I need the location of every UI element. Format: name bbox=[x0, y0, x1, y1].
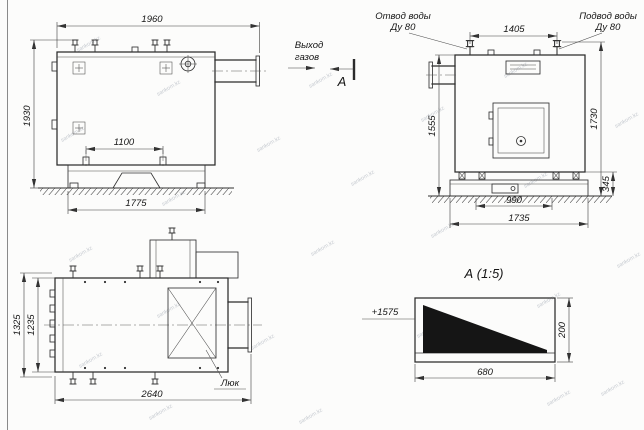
watermark-text: sankom.kz bbox=[310, 239, 336, 257]
section-title: А (1:5) bbox=[463, 266, 503, 281]
side-dimensions: 1405 1555 1730 345 990 1735 bbox=[427, 24, 617, 228]
hatch-box bbox=[167, 287, 217, 359]
hatch-callout: Люк bbox=[205, 349, 246, 390]
plan-view: Люк 1235 1325 2640 bbox=[12, 227, 262, 404]
lifting-lug bbox=[51, 119, 58, 130]
flue-structure bbox=[149, 227, 239, 279]
dim-1100: 1100 bbox=[114, 137, 135, 148]
dim-1555: 1555 bbox=[427, 115, 438, 137]
watermark-text: sankom.kz bbox=[250, 333, 276, 351]
gas-duct bbox=[212, 55, 266, 87]
elevation-mark: +1575 bbox=[362, 307, 415, 320]
watermark-text: sankom.kz bbox=[503, 61, 529, 79]
watermark-text: sankom.kz bbox=[148, 403, 174, 421]
ground-hatch bbox=[430, 196, 612, 203]
plan-dimensions: 1235 1325 2640 bbox=[12, 272, 252, 404]
watermark-text: sankom.kz bbox=[523, 171, 549, 189]
watermark-text: sankom.kz bbox=[600, 379, 626, 397]
edge-bolts bbox=[83, 280, 220, 370]
valve-fitting-icon bbox=[151, 39, 159, 53]
top-cap bbox=[533, 49, 541, 56]
section-dimensions: 680 200 bbox=[414, 297, 573, 382]
right-pipe bbox=[227, 297, 252, 353]
watermark-text: sankom.kz bbox=[76, 35, 102, 53]
flange-circle bbox=[179, 55, 197, 73]
front-connection-plates bbox=[72, 61, 173, 135]
water-outlet-label-line1: Отвод воды bbox=[375, 11, 431, 22]
furnace-door bbox=[488, 102, 550, 159]
support-bolt-icon bbox=[478, 171, 486, 180]
watermark-text: sankom.kz bbox=[350, 169, 376, 187]
pipe-labels: Отвод воды Ду 80 Подвод воды Ду 80 bbox=[375, 11, 637, 50]
dim-680: 680 bbox=[477, 367, 494, 378]
valve-fitting-icon bbox=[163, 39, 171, 53]
dim-1775: 1775 bbox=[125, 198, 147, 209]
dim-1735: 1735 bbox=[508, 213, 530, 224]
gas-outlet-label-line1: Выход bbox=[295, 40, 324, 51]
water-outlet-label-line2: Ду 80 bbox=[390, 22, 416, 33]
dim-1235: 1235 bbox=[26, 314, 37, 336]
side-view: Отвод воды Ду 80 Подвод воды Ду 80 1405 … bbox=[375, 11, 637, 228]
water-inlet-label-line2: Ду 80 bbox=[595, 22, 621, 33]
section-duct-outline bbox=[414, 297, 556, 363]
watermark-text: sankom.kz bbox=[298, 407, 324, 425]
watermark-text: sankom.kz bbox=[78, 351, 104, 369]
watermark-text: sankom.kz bbox=[308, 71, 334, 89]
watermark-text: sankom.kz bbox=[614, 111, 640, 129]
lifting-lug bbox=[51, 61, 58, 72]
valve-fitting-icon bbox=[89, 371, 97, 385]
top-cap bbox=[131, 46, 139, 53]
watermarks: sankom.kz sankom.kz sankom.kz sankom.kz … bbox=[60, 35, 642, 425]
base-frame bbox=[67, 164, 206, 189]
front-view: 1960 1930 1100 1775 bbox=[22, 14, 266, 214]
watermark-text: sankom.kz bbox=[546, 389, 572, 407]
damper-wedge bbox=[423, 305, 547, 353]
base-side bbox=[449, 179, 589, 197]
dim-1930: 1930 bbox=[22, 105, 33, 127]
section-letter: А bbox=[337, 74, 347, 89]
dim-1960: 1960 bbox=[141, 14, 163, 25]
dim-1405: 1405 bbox=[503, 24, 525, 35]
gas-outlet-annotation: Выход газов А bbox=[288, 40, 356, 89]
top-cap bbox=[487, 49, 495, 56]
gas-outlet-label-line2: газов bbox=[295, 52, 319, 63]
support-bolt-icon bbox=[572, 171, 580, 180]
boiler-body-front bbox=[56, 51, 216, 166]
watermark-text: sankom.kz bbox=[156, 301, 182, 319]
support-bolt-icon bbox=[458, 171, 466, 180]
watermark-text: sankom.kz bbox=[616, 251, 642, 269]
valve-fitting-icon bbox=[151, 371, 159, 385]
boiler-body-side bbox=[454, 54, 586, 173]
dim-200: 200 bbox=[557, 321, 568, 339]
dim-345: 345 bbox=[601, 175, 612, 192]
dim-2640: 2640 bbox=[140, 389, 163, 400]
valve-fitting-icon bbox=[156, 265, 164, 279]
watermark-text: sankom.kz bbox=[536, 291, 562, 309]
watermark-text: sankom.kz bbox=[156, 79, 182, 97]
valve-fitting-icon bbox=[69, 371, 77, 385]
hatch-label: Люк bbox=[220, 378, 240, 389]
dim-1730: 1730 bbox=[589, 108, 600, 130]
left-flange-bumps bbox=[49, 289, 56, 358]
nameplate bbox=[505, 60, 541, 75]
dim-990: 990 bbox=[506, 195, 523, 206]
ground-hatch bbox=[40, 188, 232, 195]
gas-duct-stub bbox=[426, 61, 458, 89]
front-dimensions: 1960 1930 1100 1775 bbox=[22, 14, 260, 214]
watermark-text: sankom.kz bbox=[68, 245, 94, 263]
water-inlet-label-line1: Подвод воды bbox=[579, 11, 637, 22]
support-bolt-icon bbox=[552, 171, 560, 180]
valve-fitting-icon bbox=[69, 265, 77, 279]
elevation-value: +1575 bbox=[372, 307, 399, 318]
valve-fitting-icon bbox=[136, 265, 144, 279]
section-a-view: А (1:5) +1575 680 200 bbox=[362, 266, 573, 382]
watermark-text: sankom.kz bbox=[256, 135, 282, 153]
dim-1325: 1325 bbox=[12, 314, 23, 336]
